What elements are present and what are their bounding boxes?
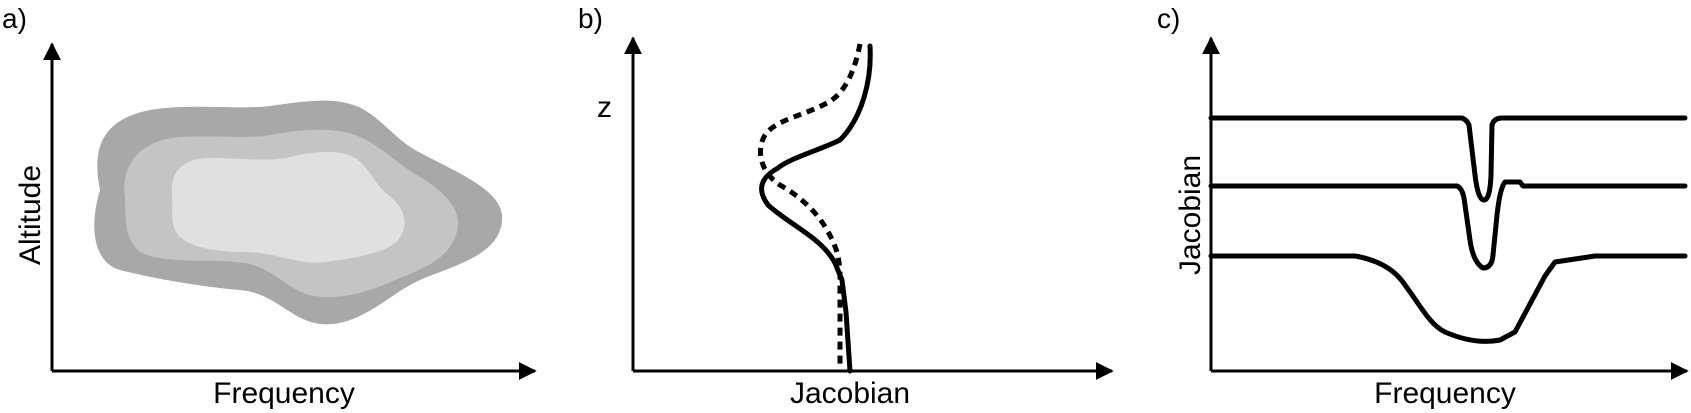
panel-b-y-label: z xyxy=(597,91,612,124)
panel-b: b) z Jacobian xyxy=(578,3,1114,410)
panel-a-x-label: Frequency xyxy=(213,377,355,410)
panel-c-x-label: Frequency xyxy=(1374,377,1516,410)
panel-c-y-label: Jacobian xyxy=(1174,155,1207,275)
jacobian-curve-top xyxy=(1208,115,1688,203)
jacobian-curve-bottom xyxy=(1208,253,1688,344)
panel-b-label: b) xyxy=(578,3,603,34)
jacobian-curve-middle xyxy=(1208,179,1688,271)
panel-a-label: a) xyxy=(2,3,27,34)
jacobian-solid-curve xyxy=(759,43,873,374)
panel-a: a) Frequency Altitude xyxy=(2,3,537,410)
panel-c-label: c) xyxy=(1157,3,1180,34)
inner-region xyxy=(171,151,405,263)
jacobian-dashed-curve xyxy=(758,43,863,371)
panel-c: c) Frequency Jacobian xyxy=(1157,3,1689,410)
panel-b-x-label: Jacobian xyxy=(790,377,910,410)
panel-a-y-label: Altitude xyxy=(14,165,47,265)
